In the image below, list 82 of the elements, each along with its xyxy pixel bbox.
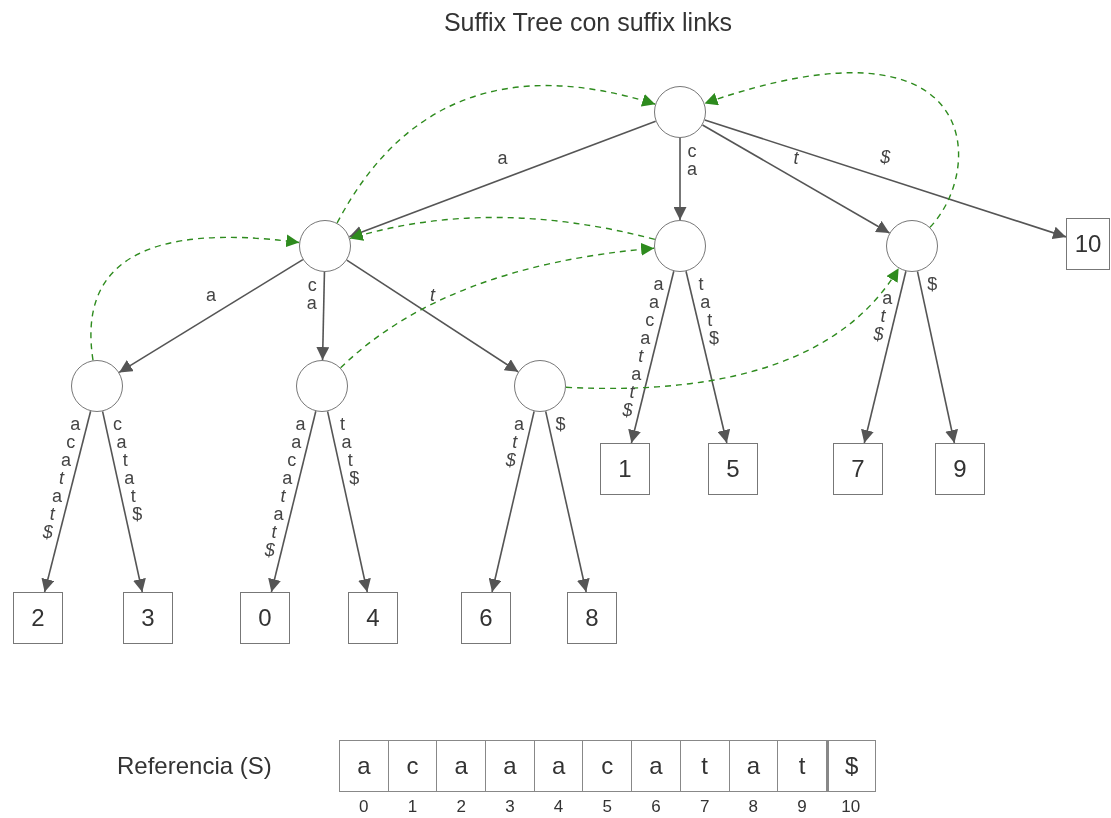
internal-node <box>296 360 348 412</box>
arrow <box>316 271 330 361</box>
arrow <box>916 270 958 444</box>
index-label: 10 <box>840 797 862 817</box>
leaf-node: 5 <box>708 443 758 495</box>
internal-node <box>886 220 938 272</box>
edge-label: a t $ <box>872 289 894 344</box>
edge-label: a a c a t a t $ <box>621 275 665 420</box>
sequence-cell: t <box>679 740 730 792</box>
sequence-cell: a <box>631 740 681 792</box>
internal-node <box>299 220 351 272</box>
suffix-link-arrow <box>336 84 656 224</box>
suffix-link-arrow <box>90 234 300 361</box>
edge-label: a t $ <box>504 415 526 470</box>
internal-node <box>654 220 706 272</box>
arrow <box>685 270 731 444</box>
edge-label: a <box>205 286 217 304</box>
edge-label: t <box>792 149 800 167</box>
suffix-link-arrow <box>703 72 960 228</box>
arrow <box>861 270 907 444</box>
arrow <box>701 124 891 234</box>
sequence-cell: t <box>777 740 827 792</box>
leaf-node: 6 <box>461 592 511 644</box>
arrow <box>118 258 304 374</box>
arrow <box>628 270 675 444</box>
edge-label: a <box>496 149 509 167</box>
arrow <box>544 410 590 593</box>
edge-label: $ <box>879 148 892 167</box>
edge-label: a a c a t a t $ <box>263 415 307 560</box>
sequence-cell: c <box>387 740 438 792</box>
leaf-node: 4 <box>348 592 398 644</box>
suffix-link-arrow <box>565 267 900 390</box>
arrow <box>673 137 687 221</box>
index-label: 7 <box>698 797 711 817</box>
internal-node <box>514 360 566 412</box>
row-label: Referencia (S) <box>117 752 272 780</box>
internal-node <box>654 86 706 138</box>
suffix-link-arrow <box>339 243 655 369</box>
edge-label: t <box>429 286 437 304</box>
sequence-cell: a <box>485 740 535 792</box>
edge-label: $ <box>926 275 939 294</box>
arrow <box>268 410 317 593</box>
sequence-cell: a <box>339 740 389 792</box>
edge-label: $ <box>554 415 567 434</box>
diagram-title: Suffix Tree con suffix links <box>442 8 734 37</box>
leaf-node: 1 <box>600 443 650 495</box>
edge-label: t a t $ <box>697 275 720 348</box>
edge-label: c a <box>686 142 698 178</box>
edge-label: c a <box>305 276 318 312</box>
index-label: 8 <box>747 797 760 817</box>
internal-node <box>71 360 123 412</box>
index-label: 0 <box>358 797 370 817</box>
sequence-cell: c <box>582 740 633 792</box>
index-label: 1 <box>406 797 419 817</box>
arrow <box>703 119 1067 240</box>
leaf-node: 10 <box>1066 218 1110 270</box>
leaf-node: 8 <box>567 592 617 644</box>
sequence-cell: a <box>533 740 584 792</box>
leaf-node: 7 <box>833 443 883 495</box>
index-label: 6 <box>650 797 662 817</box>
arrow <box>348 120 657 239</box>
edge-label: a c a t a t $ <box>41 415 82 542</box>
leaf-node: 2 <box>13 592 63 644</box>
leaf-node: 9 <box>935 443 985 495</box>
index-label: 3 <box>504 797 516 817</box>
suffix-link-arrow <box>349 216 656 242</box>
index-label: 2 <box>455 797 467 817</box>
sequence-cell: a <box>728 740 779 792</box>
arrow <box>346 259 519 373</box>
index-label: 9 <box>796 797 808 817</box>
leaf-node: 3 <box>123 592 173 644</box>
index-label: 4 <box>552 797 565 817</box>
sequence-cell: $ <box>825 740 876 792</box>
arrow <box>326 410 371 593</box>
arrow <box>488 410 535 593</box>
edge-label: c a t a t $ <box>111 415 144 524</box>
edge-label: t a t $ <box>338 415 361 488</box>
index-label: 5 <box>601 797 613 817</box>
arrow <box>41 410 92 593</box>
arrow <box>101 410 146 593</box>
sequence-cell: a <box>436 740 487 792</box>
leaf-node: 0 <box>240 592 290 644</box>
